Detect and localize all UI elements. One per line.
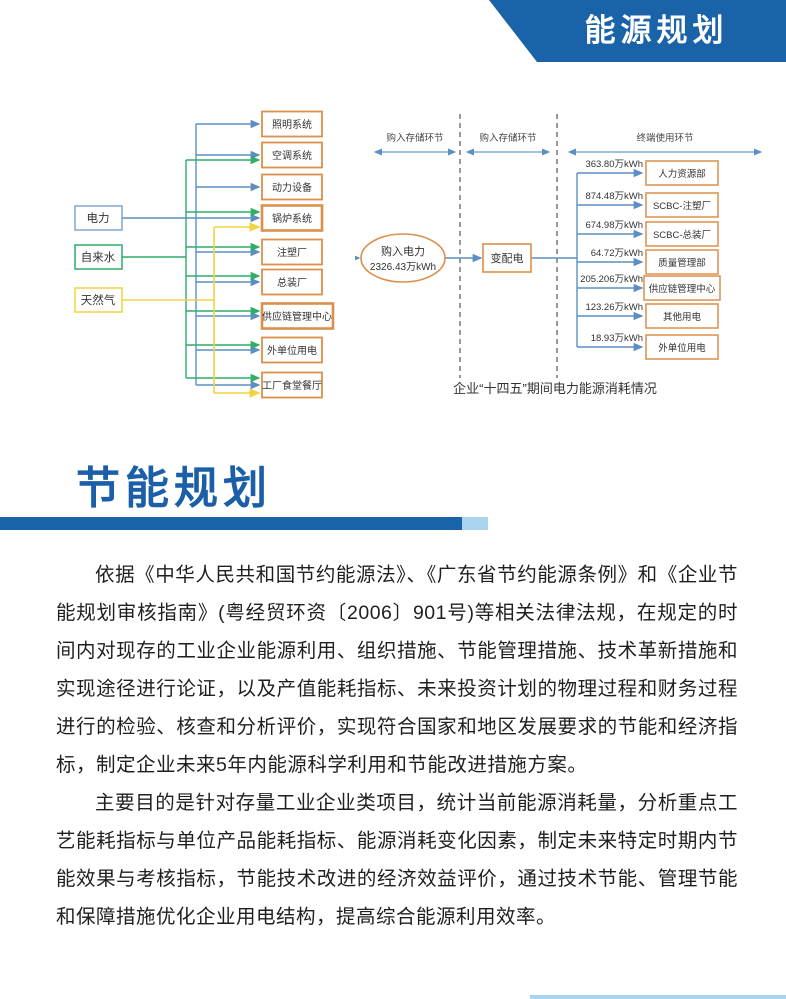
target-box [260,302,335,330]
paragraph-2: 主要目的是针对存量工业企业类项目，统计当前能源消耗量，分析重点工艺能耗指标与单位… [56,792,738,928]
branch-box [645,221,719,247]
target-label: 空调系统 [272,149,312,162]
distribution-node-label: 变配电 [491,251,524,265]
branch-value: 874.48万kWh [585,191,643,202]
target-box [261,268,323,296]
target-box [261,110,323,138]
stage-label: 购入存储环节 [479,132,536,144]
branch-value: 18.93万kWh [591,333,643,344]
water-lines [122,155,261,383]
section-title-bar [0,517,786,530]
branch-label: 质量管理部 [658,257,706,269]
branch-box [645,192,719,218]
stage-headers: 购入存储环节 购入存储环节 终端使用环节 [373,132,763,156]
header-banner [489,0,786,62]
source-boxes: 电力 自来水 天然气 [74,205,123,313]
branch-label: SCBC-总装厂 [653,229,711,241]
branch-label: SCBC-注塑厂 [653,200,711,212]
diagram-caption: 企业“十四五”期间电力能源消耗情况 [453,381,657,396]
branch-box [645,334,719,360]
branch-label: 外单位用电 [658,342,706,354]
stage-label: 终端使用环节 [636,132,693,144]
electricity-lines [122,119,261,390]
target-label: 总装厂 [277,276,307,289]
section-title: 节能规划 [76,464,272,513]
target-label: 外单位用电 [267,344,317,357]
bottom-accent-line [530,995,786,999]
target-box [261,238,323,266]
paragraph-1: 依据《中华人民共和国节约能源法》、《广东省节约能源条例》和《企业节能规划审核指南… [56,564,738,776]
branch-label: 人力资源部 [658,168,706,180]
purchased-power-value: 2326.43万kWh [370,262,436,273]
target-boxes: 照明系统 空调系统 动力设备 锅炉系统 注塑厂 总装厂 供应链管理中心 外单位用… [260,110,335,399]
distribution-node-box [482,243,532,273]
purchased-power-label: 购入电力 [381,244,425,258]
title-bar-dark-segment [0,517,462,530]
branch-value: 674.98万kWh [585,220,643,231]
branch-value: 64.72万kWh [591,248,643,259]
target-label: 照明系统 [272,118,312,131]
title-bar-light-segment [462,517,488,530]
flow-lines [355,168,644,352]
source-label-water: 自来水 [81,251,116,264]
stage-label: 购入存储环节 [386,132,443,144]
electricity-consumption-diagram: 购入存储环节 购入存储环节 终端使用环节 购入电力 2326 [355,114,763,396]
source-box-electricity [74,205,123,231]
energy-source-flow-diagram: 电力 自来水 天然气 照明系统 空调系统 动力设备 锅炉系统 注塑厂 总装厂 供… [74,110,335,399]
target-box [261,336,323,364]
target-box [261,141,323,169]
target-box [261,173,323,201]
target-label: 动力设备 [272,181,312,194]
body-text: 依据《中华人民共和国节约能源法》、《广东省节约能源条例》和《企业节能规划审核指南… [56,556,738,936]
branch-value: 363.80万kWh [585,159,643,170]
branch-value: 205.206万kWh [580,274,643,285]
branch-label: 其他用电 [663,311,702,323]
branch-box [643,275,721,301]
target-label: 注塑厂 [277,246,307,259]
page-header-title: 能源规划 [584,13,729,48]
source-box-gas [74,287,123,313]
target-label: 供应链管理中心 [262,310,332,323]
branch-value: 123.26万kWh [585,302,643,313]
branches: 363.80万kWh 人力资源部 874.48万kWh SCBC-注塑厂 674… [580,159,721,360]
source-label-electricity: 电力 [87,212,110,225]
branch-box [645,160,719,186]
source-label-gas: 天然气 [81,293,116,307]
source-box-water [74,244,123,270]
gas-lines [122,222,261,398]
target-box [260,204,324,232]
target-box [261,371,323,399]
branch-box [645,303,719,329]
target-label: 锅炉系统 [272,212,312,225]
target-label: 工厂食堂餐厅 [262,379,322,392]
stage-separators [459,114,558,378]
branch-label: 供应链管理中心 [649,283,716,295]
purchased-power-ellipse [360,233,446,283]
branch-box [645,249,719,275]
